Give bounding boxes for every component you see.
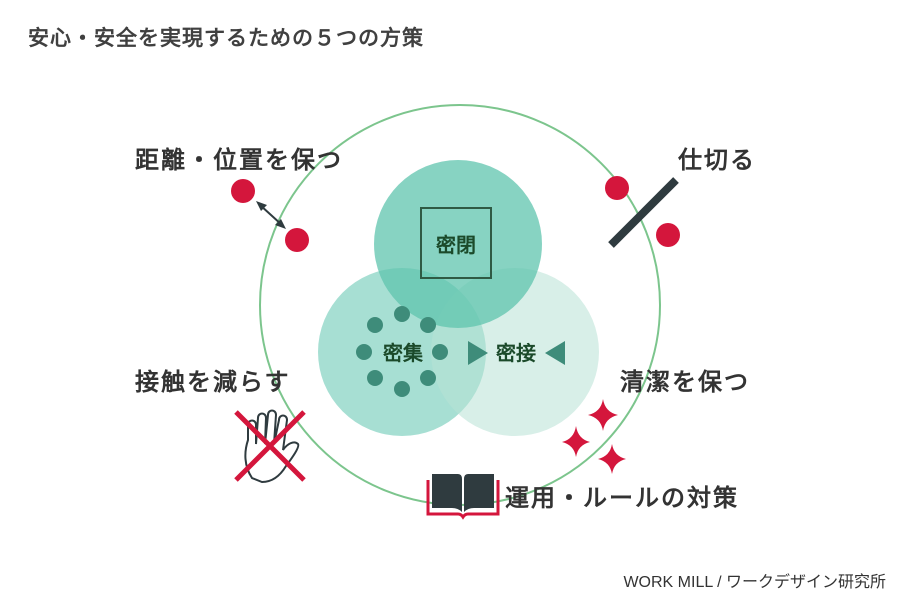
measure-clean: 清潔を保つ (620, 368, 750, 396)
hand-cross-icon (234, 409, 306, 484)
closed-square-icon (420, 207, 492, 279)
double-arrow-icon (231, 179, 309, 252)
measure-contact: 接触を減らす (135, 368, 291, 396)
venn-label-closed: 密閉 (436, 233, 476, 257)
page-title: 安心・安全を実現するための５つの方策 (28, 26, 424, 50)
sparkle-icon (562, 399, 626, 474)
venn-label-crowded: 密集 (383, 341, 424, 365)
measure-rules: 運用・ルールの対策 (505, 484, 739, 512)
crowd-dots-icon (356, 306, 448, 397)
book-icon (426, 474, 500, 520)
measure-distance: 距離・位置を保つ (135, 146, 343, 174)
partition-line-icon (605, 176, 680, 248)
circle-closed (374, 160, 542, 328)
venn-label-close-contact: 密接 (496, 341, 536, 365)
measure-partition: 仕切る (678, 146, 756, 174)
facing-arrows-icon (468, 341, 565, 365)
credit-text: WORK MILL / ワークデザイン研究所 (623, 574, 886, 591)
